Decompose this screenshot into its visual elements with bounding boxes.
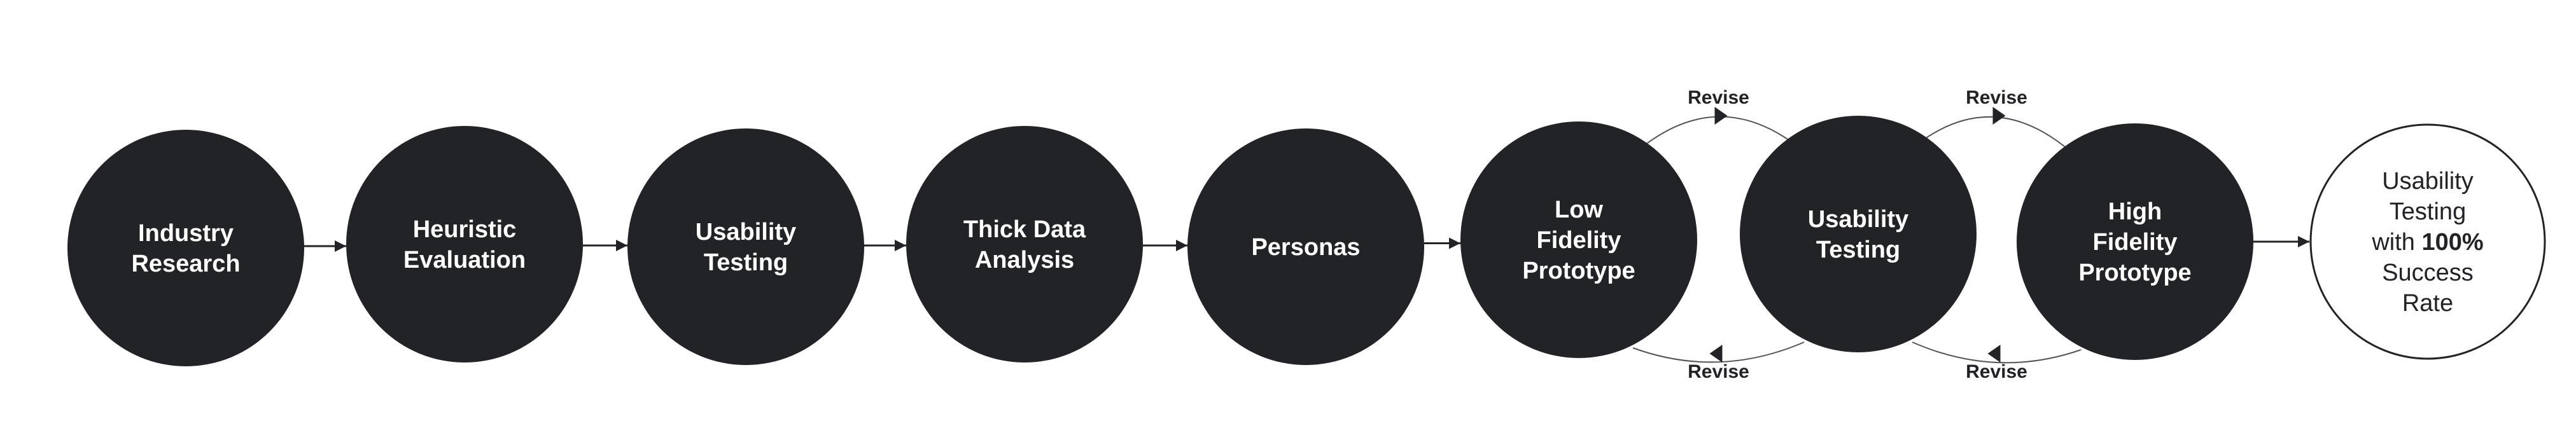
node-circle	[906, 126, 1143, 362]
node-label: Personas	[1251, 234, 1360, 261]
final-node-circle	[2309, 123, 2546, 360]
node-circle	[346, 126, 583, 362]
node-circle	[627, 128, 864, 365]
revise-label-top: Revise	[1966, 87, 2027, 108]
node-label: Prototype	[1522, 258, 1635, 284]
revise-label-top: Revise	[1688, 87, 1749, 108]
node-circle	[67, 130, 304, 366]
final-node-label: with 100%	[2371, 229, 2483, 256]
revise-arc-bottom	[1632, 342, 1805, 363]
node-label: Usability	[1808, 206, 1908, 233]
node-label: Industry	[138, 220, 234, 247]
arrow-right-icon	[1992, 107, 2006, 125]
process-node: Personas	[1187, 128, 1424, 365]
node-circle	[1740, 116, 1977, 352]
final-node-label: Rate	[2402, 290, 2453, 317]
node-label: Fidelity	[1536, 227, 1621, 254]
node-label: Heuristic	[413, 216, 517, 243]
node-label: Analysis	[975, 247, 1074, 273]
node-label: Testing	[1816, 237, 1900, 263]
arrow-left-icon	[1987, 345, 2001, 362]
final-node-label: Success	[2382, 259, 2474, 286]
node-label: Research	[131, 251, 240, 277]
node-circle	[1187, 128, 1424, 365]
node-circle	[2017, 123, 2253, 360]
node-label: Evaluation	[403, 247, 526, 273]
revise-label-bottom: Revise	[1688, 361, 1749, 382]
node-label: Usability	[696, 219, 796, 245]
node-label: Low	[1555, 197, 1603, 223]
success-rate-value: 100%	[2421, 229, 2483, 256]
node-label: Thick Data	[963, 216, 1086, 243]
node-label: Testing	[704, 249, 788, 276]
arrow-left-icon	[1709, 345, 1723, 362]
node-label: Prototype	[2078, 259, 2191, 286]
node-label: Fidelity	[2092, 229, 2177, 256]
revise-label-bottom: Revise	[1966, 361, 2027, 382]
final-node-label: Usability	[2382, 168, 2474, 195]
revise-arc-bottom	[1912, 342, 2082, 364]
node-label: High	[2108, 198, 2162, 225]
final-node-label-prefix: with	[2371, 229, 2421, 256]
arrow-right-icon	[1714, 107, 1728, 125]
node-circle	[1460, 121, 1697, 358]
final-node-label: Testing	[2390, 198, 2466, 225]
